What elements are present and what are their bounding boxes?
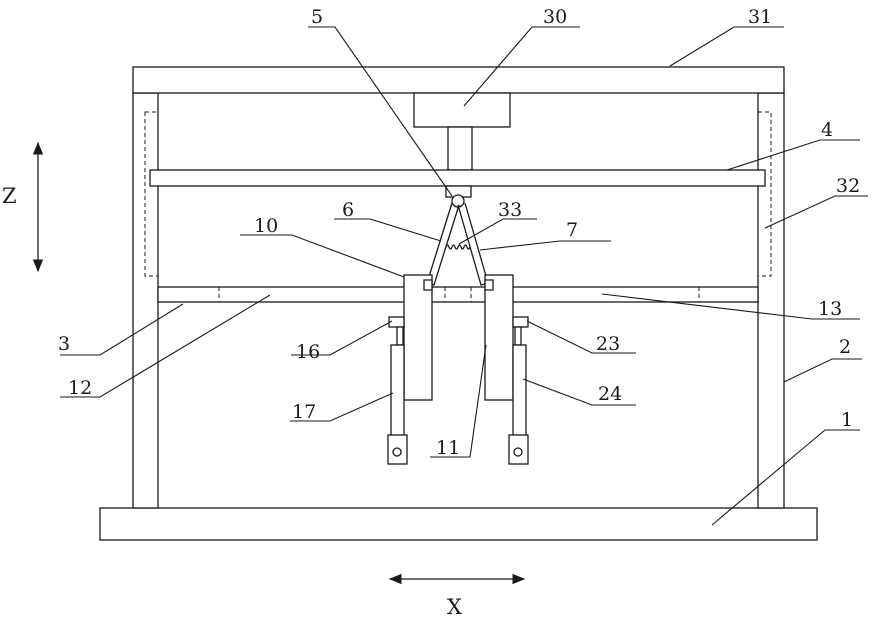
left-rod	[397, 327, 403, 345]
label-24: 24	[598, 383, 622, 405]
label-12: 12	[68, 377, 92, 399]
table-plate	[158, 287, 758, 302]
label-11: 11	[436, 437, 460, 459]
label-23: 23	[596, 333, 620, 355]
leader-4	[727, 140, 860, 170]
label-16: 16	[296, 341, 320, 363]
cylinder-rod	[448, 127, 472, 170]
label-2: 2	[839, 336, 851, 358]
label-1: 1	[841, 409, 853, 431]
label-10: 10	[254, 215, 278, 237]
label-6: 6	[342, 199, 354, 221]
label-5: 5	[311, 6, 323, 28]
right-jaw-pad	[485, 280, 493, 290]
spring	[446, 245, 470, 249]
label-17: 17	[292, 401, 316, 423]
right-rod	[515, 327, 521, 345]
leader-3	[60, 304, 183, 355]
leader-7	[480, 241, 611, 250]
right-link	[458, 203, 488, 285]
right-jaw	[485, 275, 513, 400]
label-30: 30	[543, 6, 567, 28]
cylinder-body	[414, 93, 510, 127]
z-axis-label: Z	[2, 184, 17, 208]
label-31: 31	[748, 6, 772, 28]
leader-2	[784, 359, 862, 382]
label-32: 32	[836, 175, 860, 197]
x-axis-label: X	[447, 595, 462, 619]
leader-31	[670, 27, 784, 66]
left-clevis-pin	[393, 448, 401, 456]
base-plate	[100, 508, 817, 540]
left-actuator-body	[391, 345, 404, 440]
label-13: 13	[818, 298, 842, 320]
left-jaw	[404, 275, 432, 400]
label-33: 33	[498, 199, 522, 221]
moving-beam	[150, 170, 765, 186]
right-bracket	[513, 317, 528, 327]
right-clevis-pin	[514, 448, 522, 456]
label-4: 4	[821, 119, 833, 141]
left-link	[427, 203, 459, 285]
label-7: 7	[566, 219, 578, 241]
left-jaw-pad	[424, 280, 432, 290]
leader-10	[240, 235, 404, 277]
label-3: 3	[58, 333, 70, 355]
right-actuator-body	[513, 345, 526, 440]
top-beam	[133, 67, 784, 93]
leader-6	[334, 219, 441, 241]
